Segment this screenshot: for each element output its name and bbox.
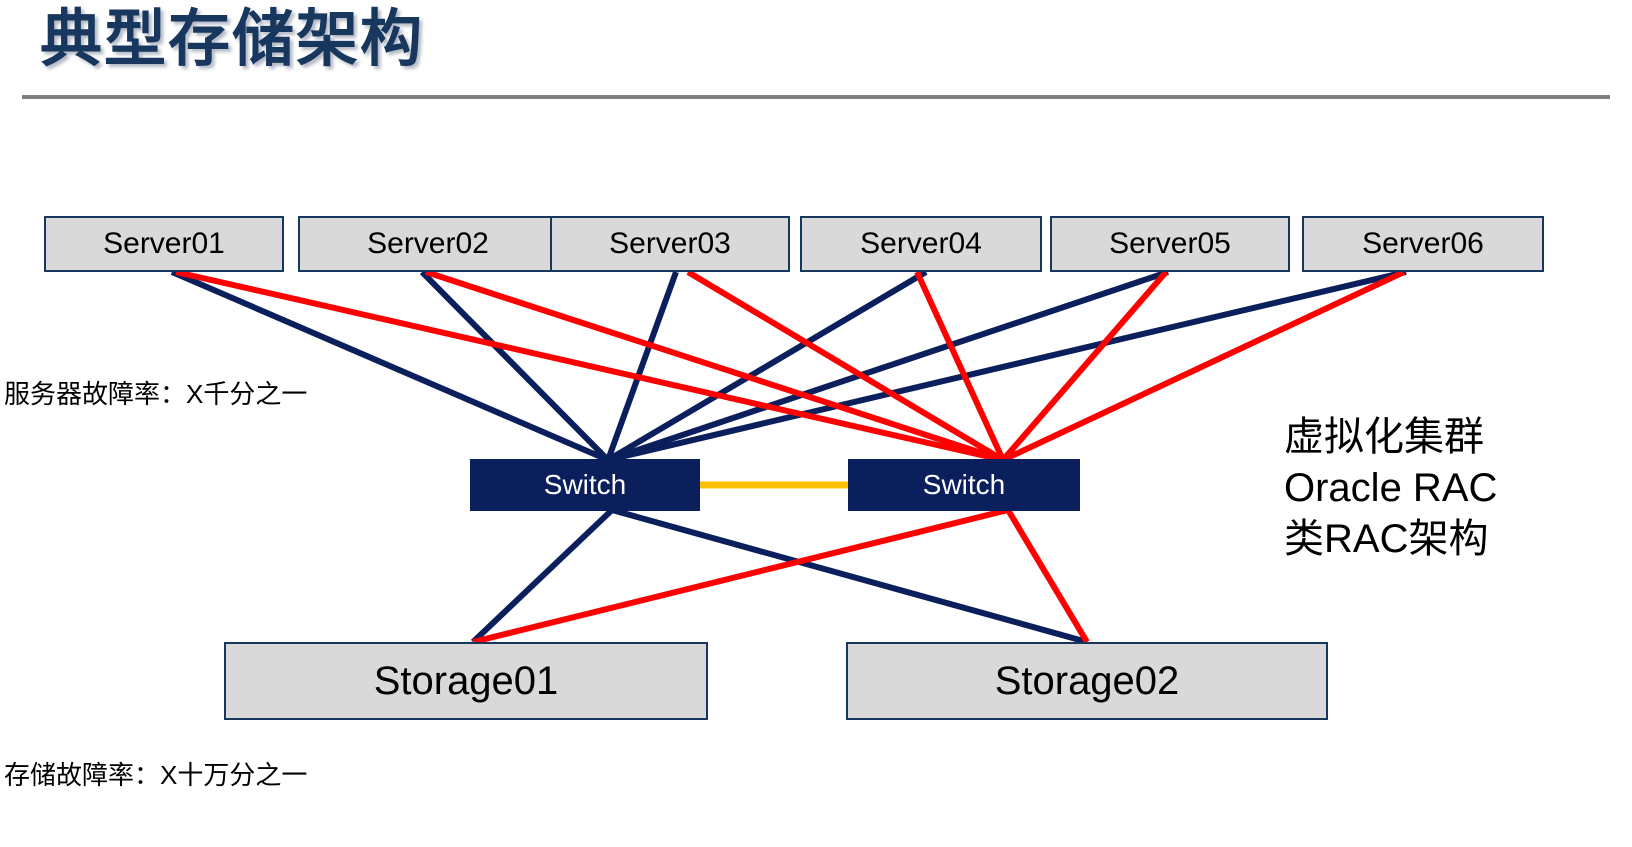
node-switch-a[interactable]: Switch xyxy=(470,459,700,511)
node-server02[interactable]: Server02 xyxy=(298,216,558,272)
node-server02-label: Server02 xyxy=(367,227,489,260)
link-server05-switch-b xyxy=(1000,270,1169,462)
link-server03-switch-a xyxy=(605,270,679,462)
link-server01-switch-b xyxy=(175,269,1004,463)
server-to-switch-b-links xyxy=(175,269,1406,463)
link-server04-switch-a xyxy=(606,269,928,463)
link-server06-switch-b xyxy=(1001,269,1406,463)
node-server01[interactable]: Server01 xyxy=(44,216,284,272)
title-divider xyxy=(22,95,1610,99)
node-server04[interactable]: Server04 xyxy=(800,216,1042,272)
node-storage02[interactable]: Storage02 xyxy=(846,642,1328,720)
node-server03[interactable]: Server03 xyxy=(550,216,790,272)
side-note-line-3: 类RAC架构 xyxy=(1284,517,1489,562)
node-storage01[interactable]: Storage01 xyxy=(224,642,708,720)
node-server04-label: Server04 xyxy=(860,227,982,260)
node-storage01-label: Storage01 xyxy=(373,658,559,703)
node-server06[interactable]: Server06 xyxy=(1302,216,1544,272)
switch-a-to-storage-links xyxy=(470,507,1088,645)
node-switch-a-label: Switch xyxy=(543,469,627,500)
link-server02-switch-b xyxy=(425,269,1004,463)
side-note-line-1: 虚拟化集群 xyxy=(1284,415,1484,459)
link-switch-b-storage02 xyxy=(1005,508,1090,644)
node-storage02-label: Storage02 xyxy=(994,658,1180,703)
node-switch-b-label: Switch xyxy=(922,469,1006,500)
link-server01-switch-a xyxy=(170,269,610,463)
architecture-side-note: 虚拟化集群 Oracle RAC 类RAC架构 xyxy=(1284,412,1497,566)
page-title: 典型存储架构 xyxy=(40,5,425,74)
server-to-switch-a-links xyxy=(170,269,1407,463)
node-server03-label: Server03 xyxy=(609,227,731,260)
node-server05-label: Server05 xyxy=(1109,227,1231,260)
link-switch-b-storage01 xyxy=(472,507,1009,645)
link-server05-switch-a xyxy=(607,269,1169,463)
side-note-line-2: Oracle RAC xyxy=(1284,466,1498,511)
link-switch-a-storage01 xyxy=(470,507,615,645)
link-server02-switch-a xyxy=(419,269,611,463)
link-server03-switch-b xyxy=(686,269,1005,463)
node-server01-label: Server01 xyxy=(103,227,225,260)
link-server06-switch-a xyxy=(607,269,1407,463)
node-server06-label: Server06 xyxy=(1362,227,1484,260)
storage-failure-rate-note: 存储故障率：X十万分之一 xyxy=(4,760,308,790)
node-switch-b[interactable]: Switch xyxy=(848,459,1080,511)
server-failure-rate-note: 服务器故障率：X千分之一 xyxy=(4,379,308,409)
node-server05[interactable]: Server05 xyxy=(1050,216,1290,272)
link-switch-a-storage02 xyxy=(611,507,1088,645)
link-server04-switch-b xyxy=(914,270,1006,462)
switch-b-to-storage-links xyxy=(472,507,1090,645)
